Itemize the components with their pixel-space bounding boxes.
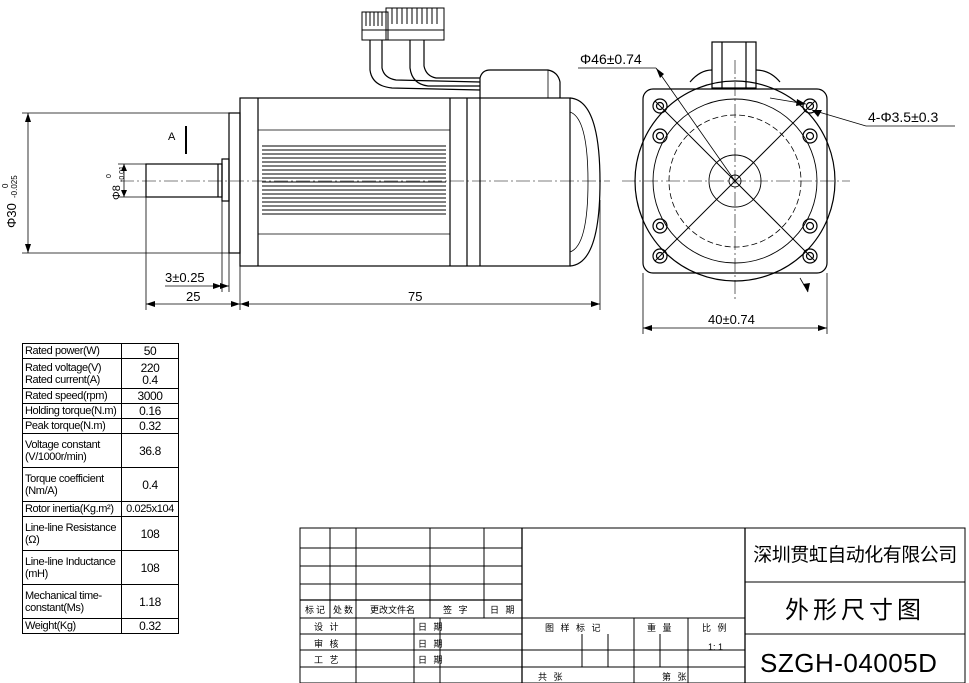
dim-flange-diameter: Φ30: [4, 203, 19, 228]
spec-value: 108: [121, 516, 179, 551]
front-view: [578, 41, 955, 334]
spec-value: 220 0.4: [121, 358, 179, 389]
company-name: 深圳贯虹自动化有限公司: [753, 544, 957, 566]
row-date-1: 日 期: [418, 622, 445, 632]
spec-value: 108: [121, 550, 179, 585]
hdr-count: 处数: [333, 605, 356, 615]
spec-row: Rated speed(rpm)3000: [22, 388, 179, 404]
hdr-doc: 更改文件名: [370, 605, 416, 615]
hdr-mark: 标记: [305, 605, 328, 615]
connectors: [361, 7, 445, 41]
rear-cap: [569, 97, 601, 267]
dim-square: 40±0.74: [708, 312, 755, 327]
spec-value: 0.32: [121, 418, 179, 434]
sheets-total: 共 张: [538, 672, 565, 682]
spec-row: Holding torque(N.m)0.16: [22, 403, 179, 419]
spec-row: Rated power(W)50: [22, 343, 179, 359]
spec-row: Line-line Resistance (Ω)108: [22, 516, 179, 551]
cables: [369, 40, 481, 91]
spec-row: Peak torque(N.m)0.32: [22, 418, 179, 434]
spec-value: 1.18: [121, 584, 179, 619]
spec-value: 36.8: [121, 433, 179, 468]
dim-pcd: Φ46±0.74: [580, 51, 642, 67]
spec-row: Line-line Inductance (mH)108: [22, 550, 179, 585]
dim-step: 3±0.25: [165, 270, 205, 285]
dim-holes: 4-Φ3.5±0.3: [868, 109, 938, 125]
spec-value: 0.4: [121, 467, 179, 502]
dim-flange-tol-lower: -0.025: [10, 175, 19, 198]
spec-label: Rated power(W): [22, 343, 122, 359]
spec-label: Peak torque(N.m): [22, 418, 122, 434]
dim-shaft-length: 25: [186, 289, 200, 304]
part-number: SZGH-04005D: [760, 648, 938, 678]
row-process: 工 艺: [314, 655, 341, 665]
spec-table: Rated power(W)50 Rated voltage(V) Rated …: [22, 343, 179, 634]
spec-label: Line-line Inductance (mH): [22, 550, 122, 585]
spec-row: Torque coefficient (Nm/A)0.4: [22, 467, 179, 502]
sheet-no: 第 张: [662, 672, 689, 682]
spec-label: Line-line Resistance (Ω): [22, 516, 122, 551]
hdr-sample: 图 样 标 记: [545, 623, 603, 633]
spec-label: Torque coefficient (Nm/A): [22, 467, 122, 502]
label-a: A: [168, 131, 176, 143]
hdr-date: 日 期: [490, 605, 517, 615]
spec-label: Rated speed(rpm): [22, 388, 122, 404]
cooling-fins: [262, 145, 446, 215]
title-block-grid: [299, 527, 966, 683]
title-block: 标记 处数 更改文件名 签 字 日 期 设 计 审 核 工 艺 日 期 日 期 …: [300, 528, 965, 683]
spec-label: Voltage constant (V/1000r/min): [22, 433, 122, 468]
row-review: 审 核: [314, 639, 341, 649]
spec-row: Rated voltage(V) Rated current(A)220 0.4: [22, 358, 179, 389]
encoder-housing: [479, 69, 561, 98]
hdr-sign: 签 字: [443, 605, 470, 615]
spec-value: 0.025x104: [121, 501, 179, 517]
motor-flange: [228, 112, 241, 254]
spec-value: 3000: [121, 388, 179, 404]
spec-value: 0.16: [121, 403, 179, 419]
spec-row: Rotor inertia(Kg.m²)0.025x104: [22, 501, 179, 517]
spec-label: Rotor inertia(Kg.m²): [22, 501, 122, 517]
spec-row: Voltage constant (V/1000r/min)36.8: [22, 433, 179, 468]
mounting-holes: [652, 98, 818, 264]
dim-flange-tol-upper: 0: [1, 183, 10, 188]
spec-label: Holding torque(N.m): [22, 403, 122, 419]
drawing-title: 外形尺寸图: [785, 596, 925, 624]
hdr-weight: 重 量: [647, 623, 674, 633]
spec-row: Weight(Kg)0.32: [22, 618, 179, 634]
spec-label: Rated voltage(V) Rated current(A): [22, 358, 122, 389]
dim-body-length: 75: [408, 289, 422, 304]
spec-label: Weight(Kg): [22, 618, 122, 634]
row-design: 设 计: [314, 622, 341, 632]
spec-value: 0.32: [121, 618, 179, 634]
row-date-2: 日 期: [418, 639, 445, 649]
row-date-3: 日 期: [418, 655, 445, 665]
motor-shaft: [145, 163, 223, 198]
dim-shaft-tol-upper: 0: [106, 174, 113, 178]
spec-row: Mechanical time- constant(Ms)1.18: [22, 584, 179, 619]
side-view: [22, 7, 610, 310]
hdr-scale: 比 例: [702, 623, 729, 633]
dim-shaft-tol-lower: -0.01: [119, 166, 126, 182]
spec-label: Mechanical time- constant(Ms): [22, 584, 122, 619]
dim-shaft-diameter: Φ8: [111, 185, 123, 200]
spec-value: 50: [121, 343, 179, 359]
scale-value: 1: 1: [708, 642, 724, 652]
